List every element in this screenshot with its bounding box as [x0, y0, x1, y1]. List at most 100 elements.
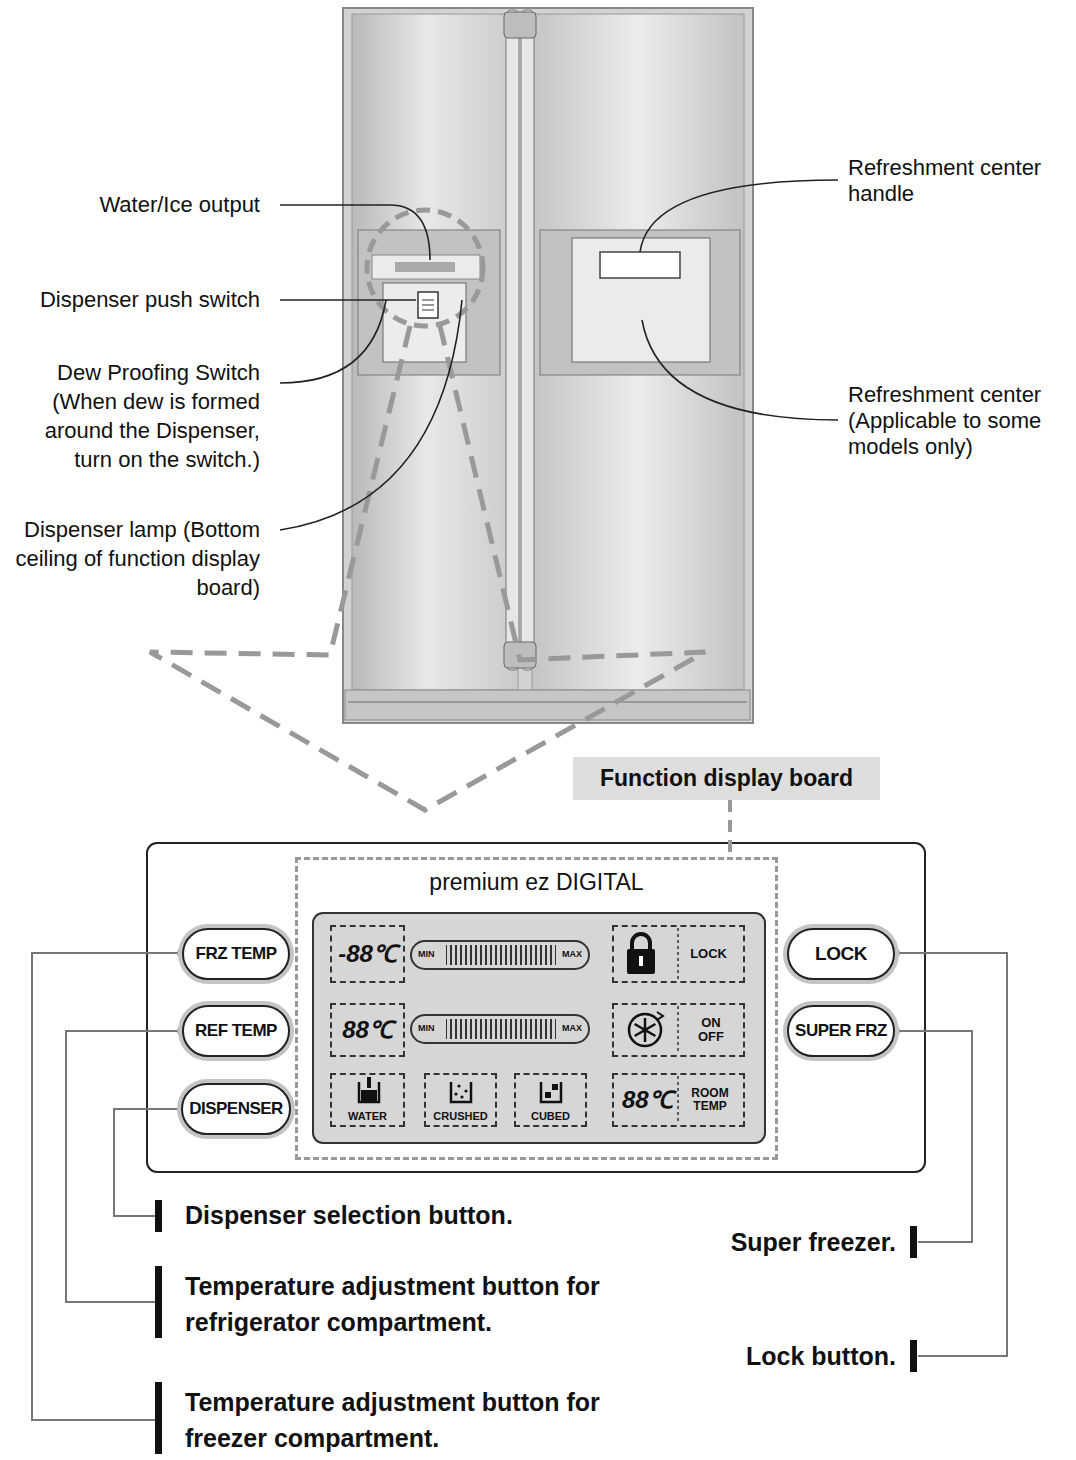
segment-divider	[677, 928, 679, 980]
label-bar	[155, 1200, 162, 1232]
segment-divider	[677, 1006, 679, 1054]
node-text: DISPENSER	[189, 1100, 283, 1119]
cubed-icon	[552, 1084, 558, 1090]
leader-line	[280, 300, 462, 530]
lcd-segment: WATER	[330, 1073, 405, 1127]
lcd-screen	[313, 913, 765, 1143]
level-bar: MIN MAX	[410, 1014, 590, 1044]
leader-line	[895, 1031, 972, 1242]
crushed-icon	[464, 1089, 467, 1092]
crushed-icon	[460, 1095, 463, 1098]
callout-label: Lock button.	[560, 1341, 896, 1371]
callout-label: Dispenser selection button.	[185, 1200, 625, 1230]
node-text: LOCK	[690, 947, 727, 961]
left-door	[352, 14, 518, 690]
lcd-segment: CUBED	[514, 1073, 587, 1127]
node-text: REF TEMP	[195, 1022, 277, 1041]
handle-cap	[504, 12, 536, 38]
board-title-box: Function display board	[573, 757, 880, 800]
control-button: SUPER FRZ	[787, 1005, 895, 1057]
leader-line	[640, 180, 838, 252]
crushed-icon	[454, 1092, 457, 1095]
node-text: MAX	[562, 1024, 582, 1034]
control-button: LOCK	[787, 928, 895, 980]
level-bar: MIN MAX	[410, 940, 590, 970]
level-ticks	[446, 1019, 556, 1039]
base-line	[348, 701, 747, 703]
snowflake-icon	[635, 1018, 656, 1042]
lcd-segment: CRUSHED	[424, 1073, 497, 1127]
leader-line	[280, 205, 430, 260]
label-bar	[910, 1226, 917, 1258]
leader-line	[114, 1109, 182, 1216]
push-switch	[418, 292, 438, 318]
door-handle	[521, 10, 534, 670]
refreshment-handle	[600, 252, 680, 278]
callout-label: Temperature adjustment button for refrig…	[185, 1268, 625, 1340]
lock-icon	[639, 956, 643, 966]
segment-divider	[677, 1076, 679, 1124]
lock-icon	[627, 949, 655, 974]
control-button: FRZ TEMP	[182, 928, 290, 980]
snowflake-arrow	[657, 1012, 663, 1020]
node-text: CUBED	[531, 1110, 570, 1122]
node-text: 88℃	[622, 1087, 673, 1113]
node-text: Function display board	[600, 766, 853, 791]
lock-icon	[632, 934, 650, 950]
panel-housing	[147, 843, 925, 1172]
node-text: SUPER FRZ	[795, 1022, 887, 1041]
cubed-icon	[545, 1092, 551, 1098]
fridge-body	[343, 8, 753, 723]
node-text: -88℃	[338, 941, 397, 967]
lcd-segment: -88℃	[330, 925, 405, 983]
lcd-segment: LOCK	[612, 925, 745, 983]
node-text: FRZ TEMP	[196, 945, 277, 964]
leader-line	[32, 953, 182, 1420]
control-button: DISPENSER	[181, 1083, 291, 1135]
water-icon	[361, 1090, 377, 1101]
leader-line	[66, 1031, 182, 1302]
node-text: CRUSHED	[433, 1110, 487, 1122]
callout-label: Dispenser push switch	[5, 287, 260, 313]
door-handle	[506, 10, 519, 670]
node-text: LOCK	[815, 944, 867, 965]
snowflake-icon	[629, 1014, 661, 1046]
leader-line	[280, 300, 386, 383]
cubed-icon	[541, 1082, 561, 1102]
callout-label: Temperature adjustment button for freeze…	[185, 1384, 625, 1456]
water-icon	[367, 1077, 371, 1088]
node-text: MIN	[418, 950, 435, 960]
level-ticks	[446, 945, 556, 965]
control-leds	[395, 262, 455, 272]
label-bar	[910, 1340, 917, 1372]
node-text: ON OFF	[693, 1016, 729, 1045]
node-text: 88℃	[342, 1017, 393, 1043]
callout-label: Water/Ice output	[5, 192, 260, 218]
control-button: REF TEMP	[182, 1005, 290, 1057]
callout-label: Refreshment center handle	[848, 155, 1070, 207]
node-text: ROOM TEMP	[685, 1087, 735, 1113]
push-switch-lines	[422, 300, 434, 310]
right-door	[532, 14, 744, 690]
dispenser-cavity	[383, 283, 466, 362]
node-text: MAX	[562, 950, 582, 960]
connector	[728, 800, 732, 857]
callout-label: Dispenser lamp (Bottom ceiling of functi…	[5, 515, 260, 602]
lcd-segment: 88℃	[330, 1003, 405, 1057]
label-bar	[155, 1266, 162, 1338]
callout-label: Super freezer.	[560, 1227, 896, 1257]
leader-line	[895, 953, 1007, 1356]
control-strip	[372, 255, 480, 279]
crushed-icon	[457, 1084, 460, 1087]
lcd-segment: 88℃ ROOM TEMP	[612, 1073, 745, 1127]
callout-label: Refreshment center (Applicable to some m…	[848, 382, 1070, 460]
label-bar	[155, 1382, 162, 1454]
node-text: MIN	[418, 1024, 435, 1034]
lcd-segment: ON OFF	[612, 1003, 745, 1057]
crushed-icon	[451, 1082, 471, 1102]
fridge-base	[345, 690, 750, 720]
display-region: premium ez DIGITAL-88℃MINMAXLOCK88℃MINMA…	[295, 857, 778, 1160]
